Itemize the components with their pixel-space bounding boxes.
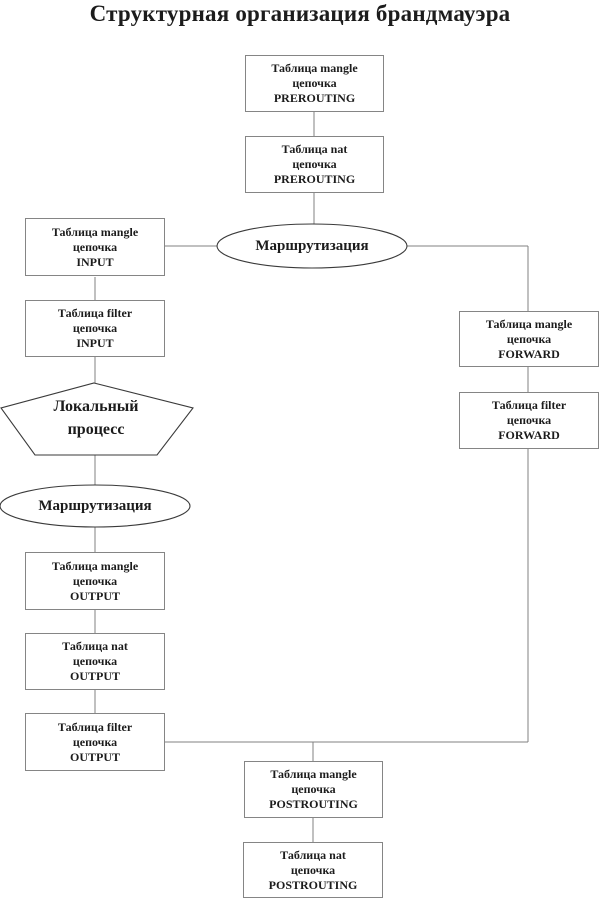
node-line: POSTROUTING [268, 877, 358, 892]
node-line: FORWARD [498, 428, 560, 442]
node-line: цепочка [72, 734, 118, 749]
diagram-title: Структурная организация брандмауэра [89, 1, 511, 26]
node-table-mangle-prerouting: Таблица mangle цепочка PREROUTING [245, 55, 384, 112]
node-table-filter-output: Таблица filter цепочка OUTPUT [25, 713, 165, 771]
node-line: PREROUTING [273, 172, 356, 186]
node-line: цепочка [72, 573, 118, 588]
node-line: PREROUTING [273, 91, 356, 105]
node-line: Таблица filter [57, 719, 133, 734]
node-table-mangle-postrouting: Таблица mangle цепочка POSTROUTING [244, 761, 383, 818]
node-line: цепочка [72, 321, 118, 335]
node-table-filter-forward: Таблица filter цепочка FORWARD [459, 392, 599, 449]
node-line: Таблица mangle [271, 61, 358, 75]
node-line: INPUT [76, 336, 114, 350]
node-line: Таблица nat [62, 639, 128, 653]
node-line: OUTPUT [69, 588, 120, 603]
node-table-mangle-output: Таблица mangle цепочка OUTPUT [25, 552, 165, 610]
node-table-nat-postrouting: Таблица nat цепочка POSTROUTING [243, 842, 383, 898]
node-table-mangle-input: Таблица mangle цепочка INPUT [25, 218, 165, 276]
node-line: OUTPUT [69, 669, 120, 683]
local-process-pentagon [0, 382, 194, 456]
node-line: Таблица filter [57, 306, 133, 320]
node-line: Таблица filter [491, 398, 567, 412]
node-table-nat-output: Таблица nat цепочка OUTPUT [25, 633, 165, 690]
node-line: POSTROUTING [269, 797, 358, 811]
node-line: цепочка [290, 862, 336, 877]
node-line: цепочка [292, 157, 337, 171]
node-line: цепочка [291, 782, 336, 796]
routing-decision-ellipse-local [0, 484, 191, 528]
node-line: FORWARD [498, 346, 560, 361]
node-line: цепочка [506, 331, 552, 346]
node-line: Таблица mangle [270, 767, 357, 781]
node-table-filter-input: Таблица filter цепочка INPUT [25, 300, 165, 357]
node-table-nat-prerouting: Таблица nat цепочка PREROUTING [245, 136, 384, 193]
node-line: Таблица nat [281, 142, 348, 156]
routing-decision-ellipse-top [216, 223, 408, 269]
node-line: цепочка [506, 413, 552, 427]
node-line: цепочка [72, 239, 118, 254]
node-line: INPUT [76, 254, 114, 269]
node-line: Таблица mangle [51, 558, 139, 573]
node-table-mangle-forward: Таблица mangle цепочка FORWARD [459, 311, 599, 367]
node-line: OUTPUT [69, 749, 120, 764]
node-line: Таблица mangle [485, 316, 573, 331]
node-line: Таблица mangle [51, 224, 139, 239]
node-line: цепочка [292, 76, 337, 90]
node-line: цепочка [72, 654, 118, 668]
node-line: Таблица nat [280, 847, 346, 862]
